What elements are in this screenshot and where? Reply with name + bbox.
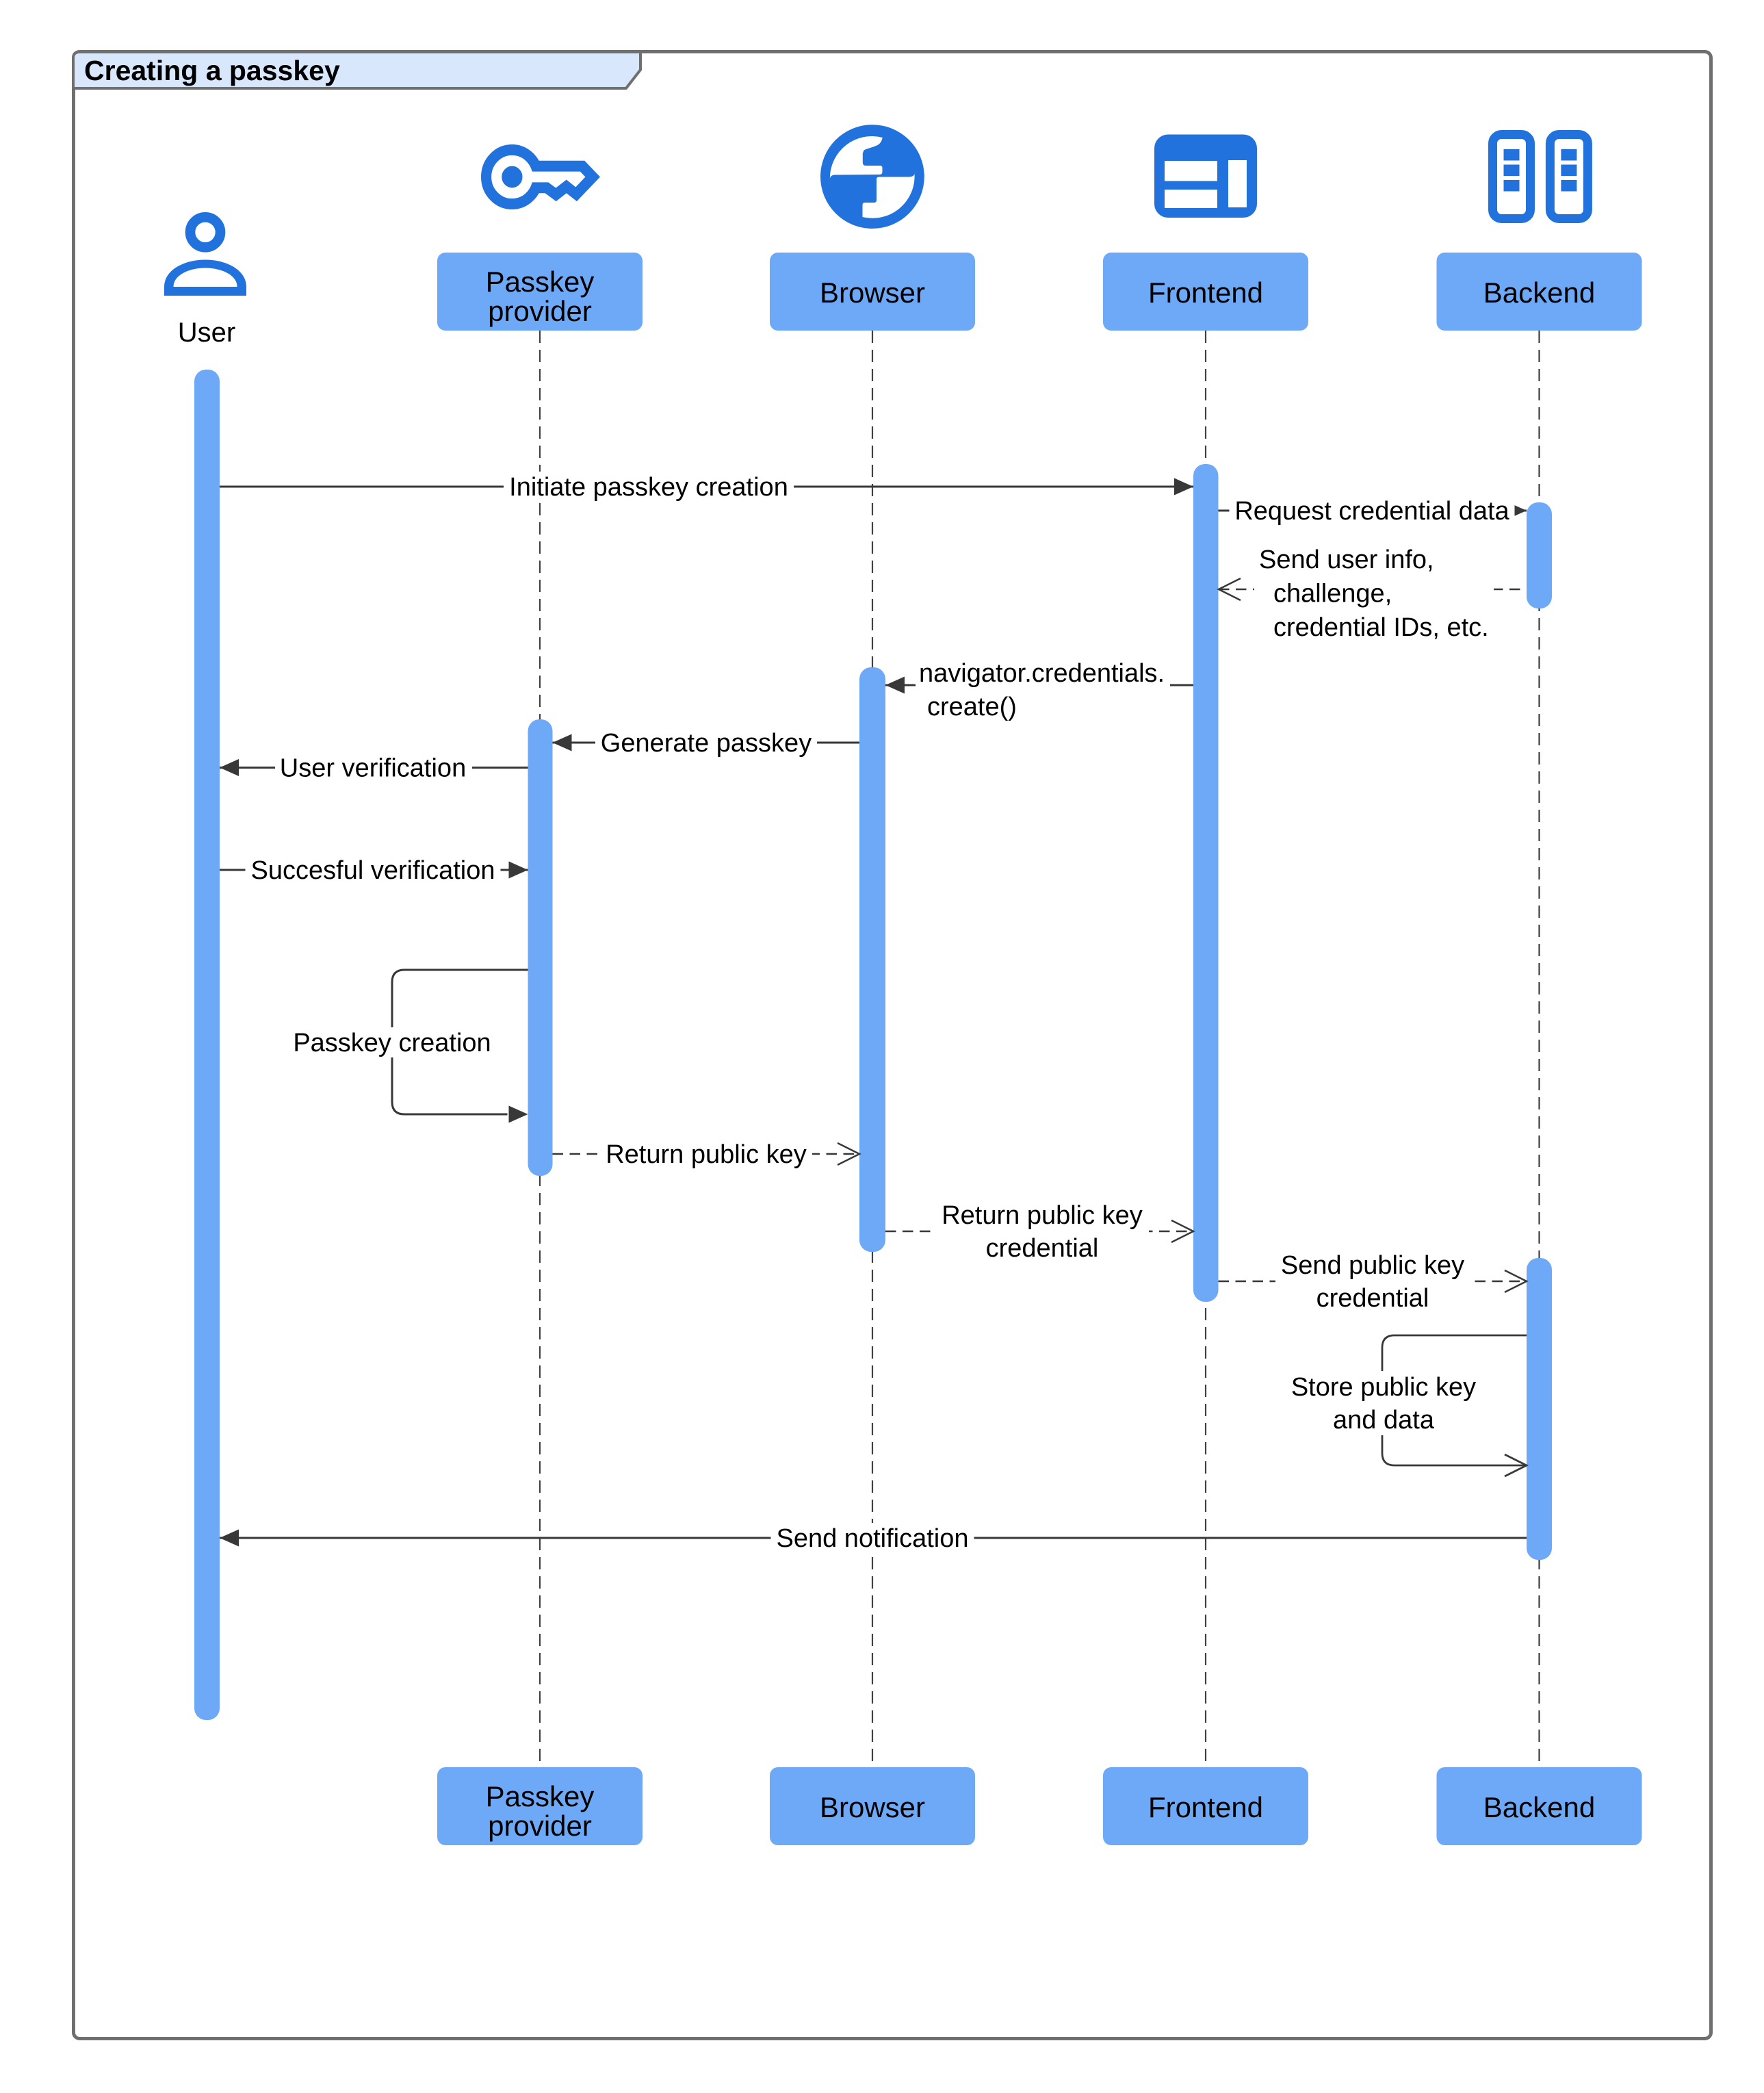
svg-text:Frontend: Frontend — [1148, 1791, 1263, 1823]
svg-text:credential: credential — [986, 1234, 1099, 1263]
svg-text:navigator.credentials.: navigator.credentials. — [919, 659, 1165, 688]
svg-text:Backend: Backend — [1483, 277, 1595, 309]
svg-text:Passkey: Passkey — [486, 266, 595, 298]
svg-text:Initiate passkey creation: Initiate passkey creation — [509, 473, 788, 502]
svg-text:Creating a passkey: Creating a passkey — [84, 55, 340, 86]
svg-text:User verification: User verification — [280, 754, 466, 783]
svg-text:Passkey creation: Passkey creation — [293, 1029, 491, 1057]
svg-text:Store public key: Store public key — [1291, 1373, 1476, 1402]
svg-text:Browser: Browser — [820, 1791, 925, 1823]
svg-text:credential IDs, etc.: credential IDs, etc. — [1273, 613, 1489, 642]
svg-text:Send user info,: Send user info, — [1259, 545, 1434, 574]
svg-text:Return public key: Return public key — [606, 1140, 807, 1169]
svg-text:User: User — [178, 318, 235, 348]
svg-text:Send public key: Send public key — [1281, 1251, 1464, 1280]
svg-text:Return public key: Return public key — [942, 1201, 1143, 1230]
svg-text:Request credential data: Request credential data — [1234, 497, 1509, 526]
svg-text:and data: and data — [1333, 1406, 1435, 1435]
svg-text:Browser: Browser — [820, 277, 925, 309]
svg-text:credential: credential — [1316, 1284, 1429, 1313]
svg-text:provider: provider — [488, 295, 592, 327]
svg-text:create(): create() — [927, 693, 1017, 721]
svg-text:provider: provider — [488, 1810, 592, 1842]
svg-text:Send notification: Send notification — [777, 1524, 969, 1553]
svg-text:Frontend: Frontend — [1148, 277, 1263, 309]
svg-text:Generate passkey: Generate passkey — [601, 729, 812, 758]
svg-text:Backend: Backend — [1483, 1791, 1595, 1823]
svg-text:Succesful verification: Succesful verification — [251, 856, 495, 885]
svg-text:Passkey: Passkey — [486, 1780, 595, 1812]
svg-text:challenge,: challenge, — [1273, 580, 1392, 608]
